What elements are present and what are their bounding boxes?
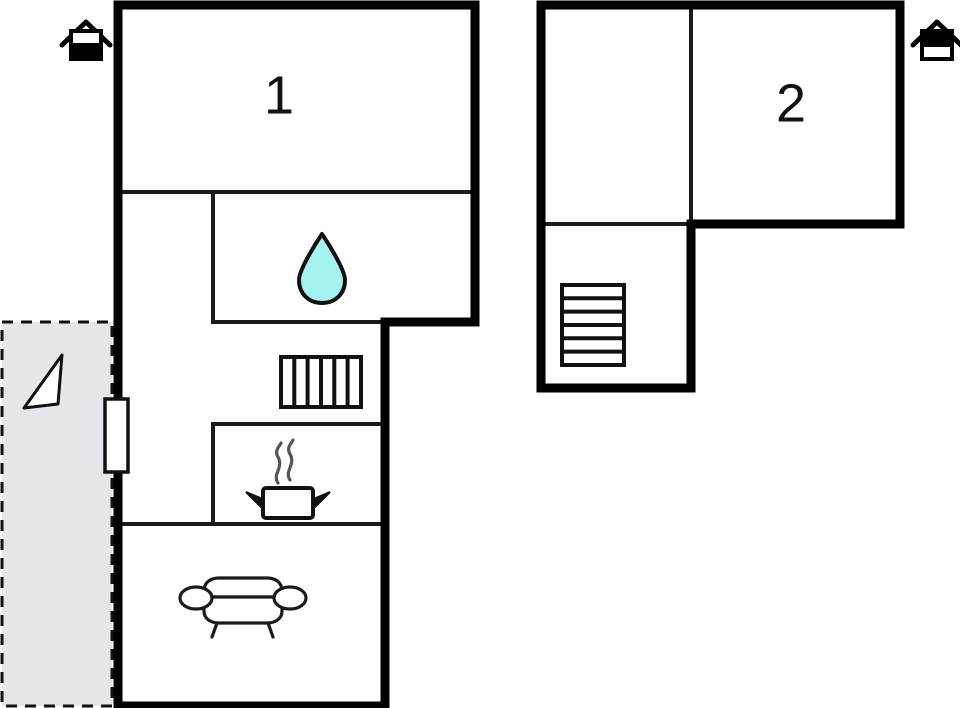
water-drop-icon — [297, 232, 347, 305]
floor-1-exterior-wall — [113, 0, 480, 708]
floor-2-exterior-wall — [536, 0, 905, 393]
steam-right — [286, 438, 295, 482]
terrace-steps-icon — [22, 353, 64, 410]
floor-1-group: 1 — [0, 0, 480, 708]
house-lower-floor-icon — [59, 19, 113, 61]
door-icon — [103, 397, 130, 474]
steam-left — [274, 441, 283, 485]
room-number-2: 2 — [776, 73, 806, 133]
stairs-treads-floor2 — [562, 296, 624, 354]
floor-2-interior-walls — [539, 3, 693, 226]
sofa-back — [202, 576, 284, 599]
sofa-leg-left — [210, 621, 219, 639]
sofa-arm-left — [178, 585, 214, 611]
sofa-leg-right — [266, 621, 275, 639]
door-west — [103, 397, 130, 474]
cooking-pot-icon — [245, 438, 331, 520]
floor-2-group: 2 — [536, 0, 960, 393]
sofa-icon — [178, 576, 308, 639]
stairs-icon — [279, 355, 363, 409]
stairs-icon — [560, 283, 626, 367]
stairs-treads-floor1 — [292, 357, 350, 407]
house-upper-half-2 — [920, 29, 954, 47]
room-number-1: 1 — [264, 65, 294, 125]
water-drop-shape — [297, 232, 347, 305]
floor-1-interior-walls — [116, 190, 477, 526]
house-upper-floor-icon — [910, 19, 960, 61]
pot-body — [261, 486, 315, 520]
house-upper-half-1 — [69, 29, 103, 47]
house-lower-half-1 — [69, 43, 103, 61]
terrace — [0, 320, 114, 708]
sofa-arm-right — [272, 585, 308, 611]
house-lower-half-2 — [920, 43, 954, 61]
floor-2-fill — [541, 5, 900, 388]
sofa-seat — [202, 595, 284, 625]
